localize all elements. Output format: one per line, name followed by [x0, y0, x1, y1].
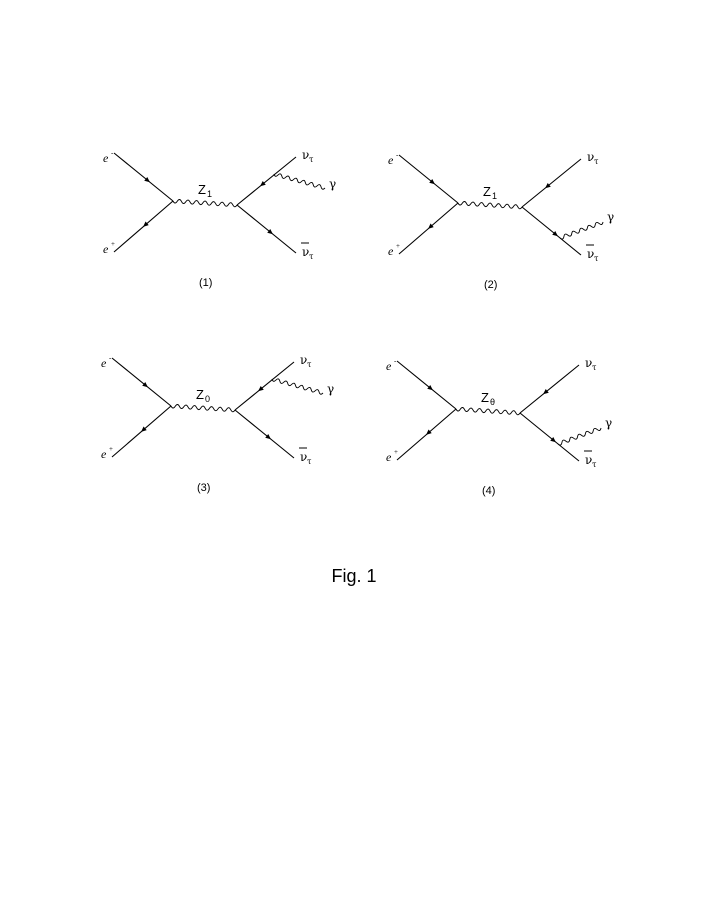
boson-subscript: 0: [205, 394, 210, 404]
neutrino-arrow: [545, 182, 551, 189]
electron-line: [111, 357, 172, 407]
diagram-number: (2): [484, 279, 497, 291]
z-boson-propagator: [457, 201, 523, 210]
electron-arrow: [144, 176, 150, 183]
electron-label: e: [103, 151, 109, 165]
photon-line: [557, 427, 602, 446]
diagram-number: (3): [197, 482, 210, 494]
neutrino-arrow: [543, 388, 549, 395]
positron-label: e: [101, 447, 107, 461]
antineutrino-line: [519, 412, 580, 462]
positron-charge: +: [109, 445, 113, 453]
electron-charge: -: [394, 357, 397, 365]
antineutrino-arrow: [265, 433, 271, 440]
photon-label: γ: [607, 210, 614, 224]
antineutrino-arrow: [267, 228, 273, 235]
positron-label: e: [388, 244, 394, 258]
antineutrino-arrow: [552, 230, 558, 237]
positron-label: e: [386, 450, 392, 464]
electron-label: e: [101, 356, 107, 370]
electron-charge: -: [396, 151, 399, 159]
electron-arrow: [427, 384, 433, 391]
z-boson-propagator: [455, 407, 521, 416]
antineutrino-label: ν: [587, 247, 594, 261]
positron-charge: +: [396, 242, 400, 250]
neutrino-line: [234, 361, 295, 411]
electron-arrow: [142, 381, 148, 388]
antineutrino-subscript: τ: [307, 457, 312, 466]
boson-subscript: 1: [207, 189, 212, 199]
boson-subscript: θ: [490, 397, 495, 407]
diagram-number: (1): [199, 277, 212, 289]
neutrino-label: ν: [587, 150, 594, 164]
electron-label: e: [386, 359, 392, 373]
photon-label: γ: [329, 177, 336, 191]
neutrino-line: [519, 364, 580, 414]
neutrino-arrow: [258, 385, 264, 392]
neutrino-subscript: τ: [592, 363, 597, 372]
photon-label: γ: [605, 416, 612, 430]
boson-label: Z: [483, 184, 491, 199]
electron-line: [398, 154, 459, 204]
antineutrino-subscript: τ: [592, 460, 597, 469]
neutrino-subscript: τ: [594, 157, 599, 166]
antineutrino-subscript: τ: [594, 254, 599, 263]
boson-subscript: 1: [492, 191, 497, 201]
neutrino-subscript: τ: [309, 155, 314, 164]
diagram-number: (4): [482, 485, 495, 497]
neutrino-label: ν: [585, 356, 592, 370]
photon-line: [271, 378, 324, 395]
neutrino-subscript: τ: [307, 360, 312, 369]
neutrino-label: ν: [302, 148, 309, 162]
figure-caption-text: Fig. 1: [331, 566, 377, 586]
electron-charge: -: [109, 354, 112, 362]
antineutrino-subscript: τ: [309, 252, 314, 261]
antineutrino-label: ν: [302, 245, 309, 259]
neutrino-arrow: [260, 180, 266, 187]
boson-label: Z: [198, 182, 206, 197]
antineutrino-label: ν: [585, 453, 592, 467]
photon-line: [273, 173, 326, 190]
positron-label: e: [103, 242, 109, 256]
positron-arrow: [426, 429, 432, 435]
antineutrino-label: ν: [300, 450, 307, 464]
antineutrino-arrow: [550, 436, 556, 443]
z-boson-propagator: [172, 199, 238, 208]
antineutrino-line: [236, 204, 297, 254]
figure-caption: Fig. 1: [0, 566, 708, 587]
electron-label: e: [388, 153, 394, 167]
antineutrino-line: [234, 409, 295, 459]
electron-line: [113, 152, 174, 202]
photon-line: [559, 221, 604, 240]
positron-arrow: [143, 221, 149, 227]
antineutrino-line: [521, 206, 582, 256]
boson-label: Z: [196, 387, 204, 402]
neutrino-line: [236, 156, 297, 206]
electron-charge: -: [111, 149, 114, 157]
neutrino-line: [521, 158, 582, 208]
neutrino-label: ν: [300, 353, 307, 367]
positron-charge: +: [111, 240, 115, 248]
photon-label: γ: [327, 382, 334, 396]
positron-arrow: [428, 223, 434, 229]
electron-line: [396, 360, 457, 410]
z-boson-propagator: [170, 404, 236, 413]
electron-arrow: [429, 178, 435, 185]
positron-charge: +: [394, 448, 398, 456]
boson-label: Z: [481, 390, 489, 405]
positron-arrow: [141, 426, 147, 432]
